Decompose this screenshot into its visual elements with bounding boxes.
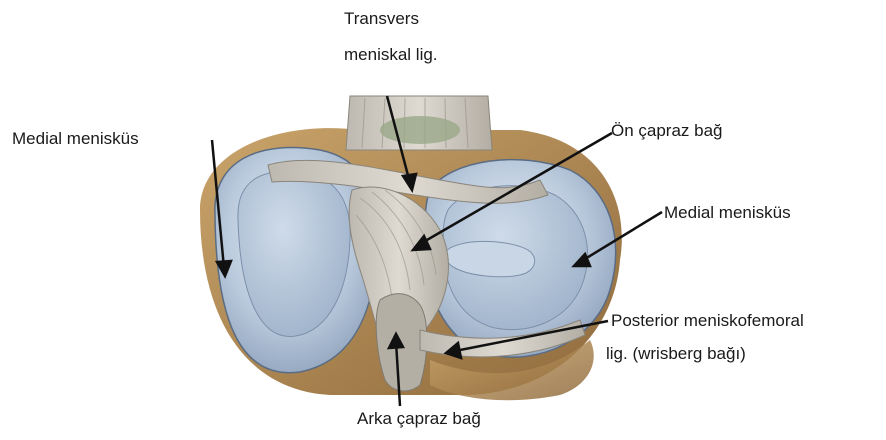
label-anterior-cruciate: Ön çapraz bağ (611, 120, 723, 142)
label-medial-meniscus-right: Medial menisküs (664, 202, 791, 224)
label-posterior-meniscofemoral-line1: Posterior meniskofemoral (611, 310, 804, 332)
fat-pad (380, 116, 460, 144)
label-medial-meniscus-left: Medial menisküs (12, 128, 139, 150)
label-transverse-line2: meniskal lig. (344, 44, 438, 66)
label-posterior-cruciate: Arka çapraz bağ (357, 408, 481, 430)
label-transverse-line1: Transvers (344, 8, 419, 30)
label-posterior-meniscofemoral-line2: lig. (wrisberg bağı) (606, 343, 746, 365)
